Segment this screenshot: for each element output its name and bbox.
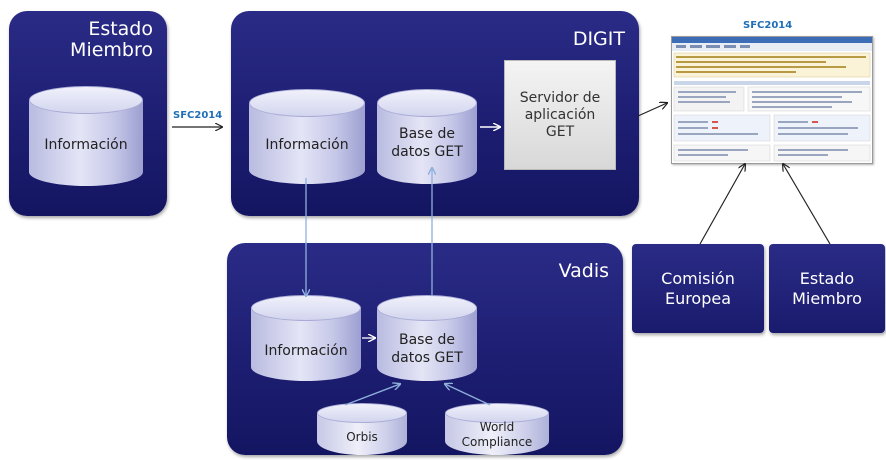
server-label-line1: Servidor de — [519, 89, 601, 106]
digit-get-db-label-line1: Base de — [398, 126, 456, 142]
sfc2014-flow-label: SFC2014 — [173, 110, 223, 121]
arrow-comision-to-sfc — [699, 164, 745, 245]
arrow-server-to-sfc — [637, 103, 667, 117]
estado-miembro-title-line1: Estado — [88, 18, 153, 40]
world-compliance-label: World Compliance — [445, 420, 549, 450]
sfc2014-application-screenshot — [671, 36, 873, 164]
vadis-info-db-label: Información — [264, 343, 348, 359]
arrow-orbis-to-getdb — [344, 384, 400, 406]
vadis-get-db-label: Base de datos GET — [377, 331, 477, 367]
vadis-get-db: Base de datos GET — [377, 295, 477, 381]
server-label-line3: GET — [545, 123, 575, 140]
estado-miembro-title: Estado Miembro — [70, 19, 153, 61]
vadis-title: Vadis — [558, 260, 609, 282]
estado-miembro-box: Estado Miembro Información — [9, 11, 167, 216]
sfc2014-screenshot-title: SFC2014 — [743, 20, 793, 31]
world-compliance-label-line1: World — [479, 420, 515, 434]
vadis-box: Vadis Información Base de datos GET Orbi… — [227, 243, 623, 455]
estado-miembro-db: Información — [29, 86, 143, 186]
digit-get-db-label: Base de datos GET — [377, 125, 477, 161]
server-label-line2: aplicación — [524, 106, 596, 123]
comision-europea-box: Comisión Europea — [632, 244, 764, 333]
screenshot-thumbnail-graphic — [672, 37, 872, 162]
comision-europea-label-line2: Europea — [664, 288, 732, 308]
orbis-db: Orbis — [317, 403, 407, 455]
digit-info-db-label: Información — [265, 137, 349, 153]
comision-europea-label-line1: Comisión — [661, 268, 735, 288]
servidor-aplicacion-get: Servidor de aplicación GET — [504, 60, 616, 170]
estado-miembro-db-label: Información — [44, 137, 128, 153]
arrow-worldcompliance-to-getdb — [445, 384, 491, 406]
arrow-estado-user-to-sfc — [783, 164, 831, 245]
digit-get-db: Base de datos GET — [377, 89, 477, 184]
world-compliance-db: World Compliance — [445, 403, 549, 455]
vadis-get-db-label-line1: Base de — [398, 332, 456, 348]
digit-title: DIGIT — [572, 28, 625, 50]
world-compliance-label-line2: Compliance — [461, 435, 533, 449]
estado-miembro-user-label-line2: Miembro — [792, 288, 862, 308]
vadis-get-db-label-line2: datos GET — [391, 350, 463, 366]
orbis-label: Orbis — [346, 430, 378, 444]
estado-miembro-title-line2: Miembro — [70, 39, 153, 61]
digit-get-db-label-line2: datos GET — [391, 144, 463, 160]
digit-info-db: Información — [249, 89, 365, 184]
estado-miembro-user-label-line1: Estado — [799, 268, 855, 288]
estado-miembro-user-box: Estado Miembro — [769, 244, 885, 333]
